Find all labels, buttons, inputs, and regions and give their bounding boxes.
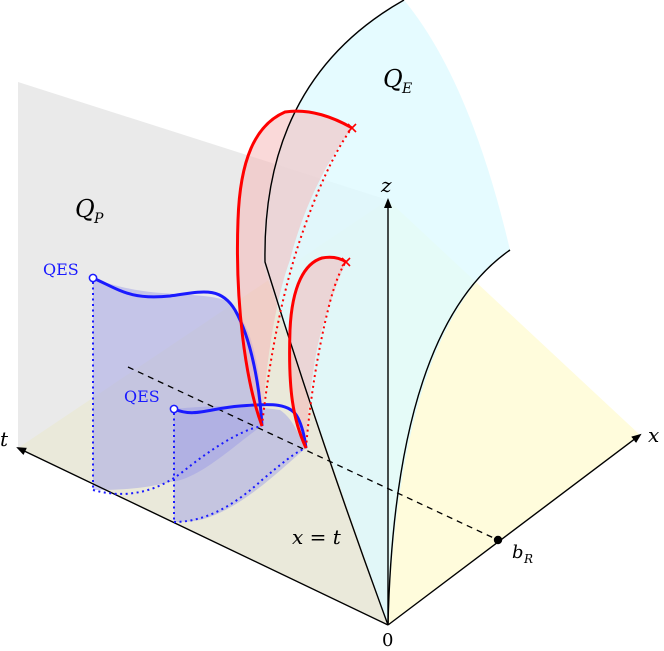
label-origin: 0: [382, 630, 393, 651]
qes-curve-upper: [92, 276, 264, 427]
label-t-axis: t: [0, 427, 9, 451]
label-z-axis: z: [380, 173, 392, 197]
qes-point-upper: [88, 273, 98, 283]
point-bR: [493, 535, 503, 545]
red-cross-small: [341, 257, 351, 267]
label-QE: Q E: [383, 65, 412, 97]
svg-text:E: E: [401, 81, 412, 97]
svg-text:R: R: [523, 552, 533, 566]
brane-curve-inner: [264, 0, 405, 626]
qes-curve-lower: [173, 403, 308, 449]
qes-surface-upper: [93, 278, 262, 490]
label-qes-upper: QES: [43, 260, 79, 279]
svg-text:P: P: [93, 211, 104, 227]
red-cross-large: [347, 123, 357, 133]
red-curve-small: [288, 255, 347, 449]
label-qes-lower: QES: [124, 387, 160, 406]
red-surface-large: [237, 109, 352, 426]
brane-curve-outer: [387, 249, 511, 626]
svg-text:Q: Q: [75, 195, 95, 223]
axis-x: [387, 433, 642, 626]
axis-t: [16, 447, 389, 626]
dashed-line-x-eq-t: [127, 366, 499, 541]
qes-point-lower: [169, 404, 179, 414]
qes-surface-lower: [174, 406, 306, 522]
red-curve-large: [235, 109, 353, 427]
red-surface-small: [289, 257, 346, 448]
svg-text:b: b: [512, 542, 524, 563]
qes-dotted-base-lower: [173, 447, 307, 523]
label-bR: b R: [512, 542, 533, 566]
label-x-axis: x: [648, 423, 659, 447]
red-dotted-small: [305, 261, 347, 449]
label-QP: Q P: [75, 195, 104, 227]
label-x-eq-t: x = t: [292, 525, 342, 549]
svg-text:Q: Q: [383, 65, 403, 93]
red-dotted-large: [261, 127, 353, 427]
